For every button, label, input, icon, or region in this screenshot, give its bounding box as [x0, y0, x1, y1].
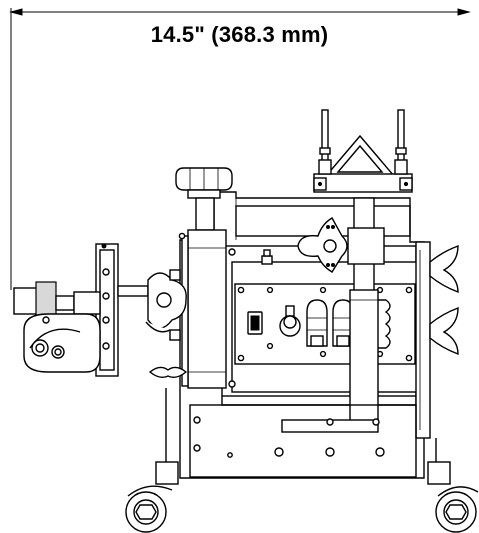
control-knob-icon — [279, 305, 301, 337]
small-stud-icon — [261, 249, 273, 265]
adjustment-column — [181, 229, 227, 389]
right-side-bracket — [415, 241, 431, 439]
left-caster-wheel-icon — [125, 388, 179, 533]
base-plate — [189, 404, 417, 478]
power-switch-icon — [247, 311, 263, 335]
clamp-knob-icon — [117, 269, 187, 341]
right-caster-wheel-icon — [427, 438, 479, 533]
connector-left-icon — [306, 299, 328, 347]
torch-mast — [347, 197, 385, 425]
dimension-label: 14.5" (368.3 mm) — [150, 22, 329, 47]
wing-screw-icon — [148, 366, 188, 379]
torch-holder — [13, 281, 101, 373]
lifting-handle — [313, 109, 413, 193]
vertical-slide-bracket — [95, 243, 119, 377]
adjustment-knob-icon — [175, 167, 233, 231]
star-knob-icon — [297, 217, 348, 273]
wing-nut-icon — [429, 244, 459, 356]
dimension-line — [9, 8, 471, 290]
corner-screws — [178, 232, 236, 388]
